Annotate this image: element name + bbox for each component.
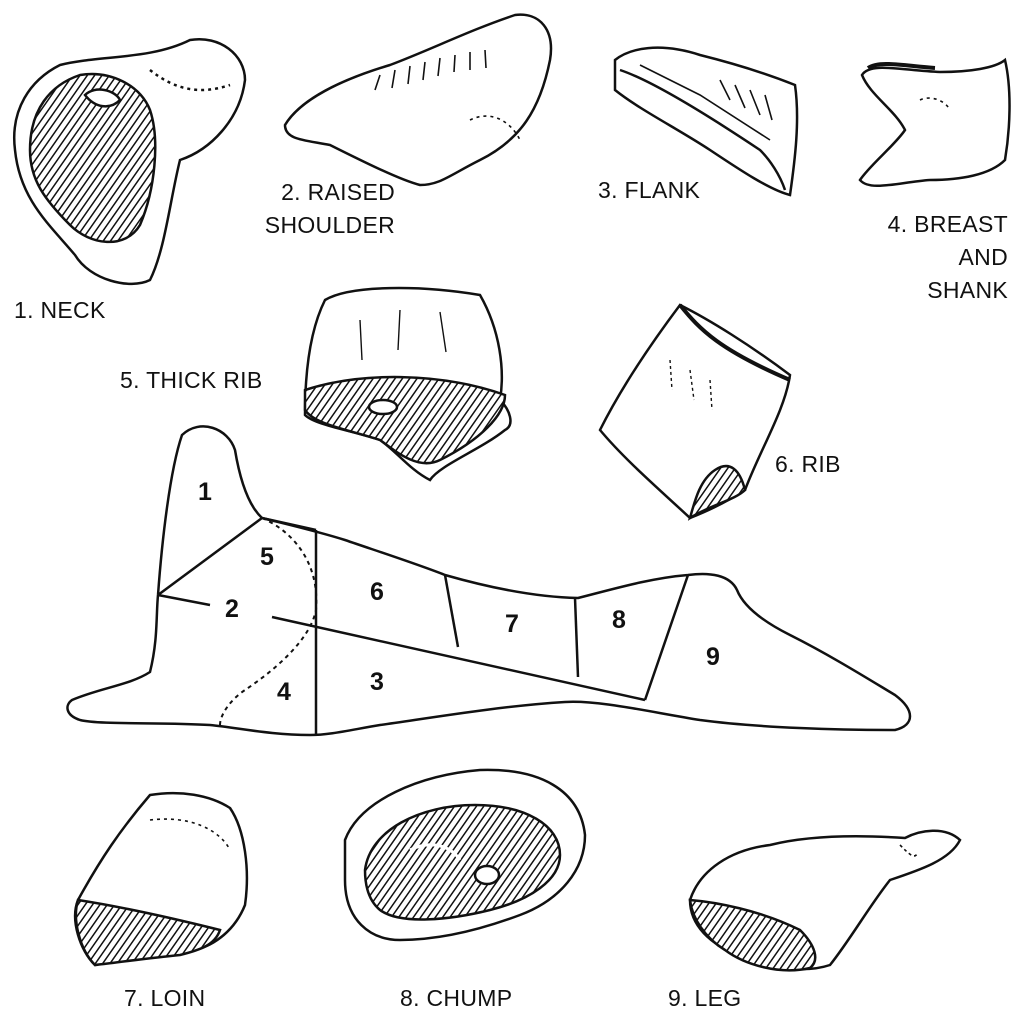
breast-and-shank-cut-illustration (860, 60, 1010, 186)
neck-cut-illustration (14, 39, 245, 284)
region-8-number: 8 (612, 606, 626, 634)
label-raised-shoulder: 2. RAISED SHOULDER (240, 176, 395, 242)
region-3-number: 3 (370, 668, 384, 696)
label-thick-rib: 5. THICK RIB (120, 364, 263, 397)
region-4-number: 4 (277, 678, 291, 706)
raised-shoulder-cut-illustration (285, 15, 551, 185)
label-chump: 8. CHUMP (400, 982, 512, 1015)
label-flank: 3. FLANK (598, 174, 700, 207)
region-1-number: 1 (198, 478, 212, 506)
label-neck: 1. NECK (14, 294, 106, 327)
chump-cut-illustration (345, 770, 585, 940)
label-loin: 7. LOIN (124, 982, 205, 1015)
flank-cut-illustration (615, 48, 797, 195)
loin-cut-illustration (75, 793, 247, 965)
label-rib: 6. RIB (775, 448, 841, 481)
rib-cut-illustration (600, 305, 790, 518)
label-breast-and-shank: 4. BREAST AND SHANK (850, 208, 1008, 307)
region-6-number: 6 (370, 578, 384, 606)
region-7-number: 7 (505, 610, 519, 638)
region-2-number: 2 (225, 595, 239, 623)
region-9-number: 9 (706, 643, 720, 671)
thick-rib-cut-illustration (305, 288, 510, 480)
leg-cut-illustration (690, 831, 960, 971)
region-5-number: 5 (260, 543, 274, 571)
label-leg: 9. LEG (668, 982, 741, 1015)
